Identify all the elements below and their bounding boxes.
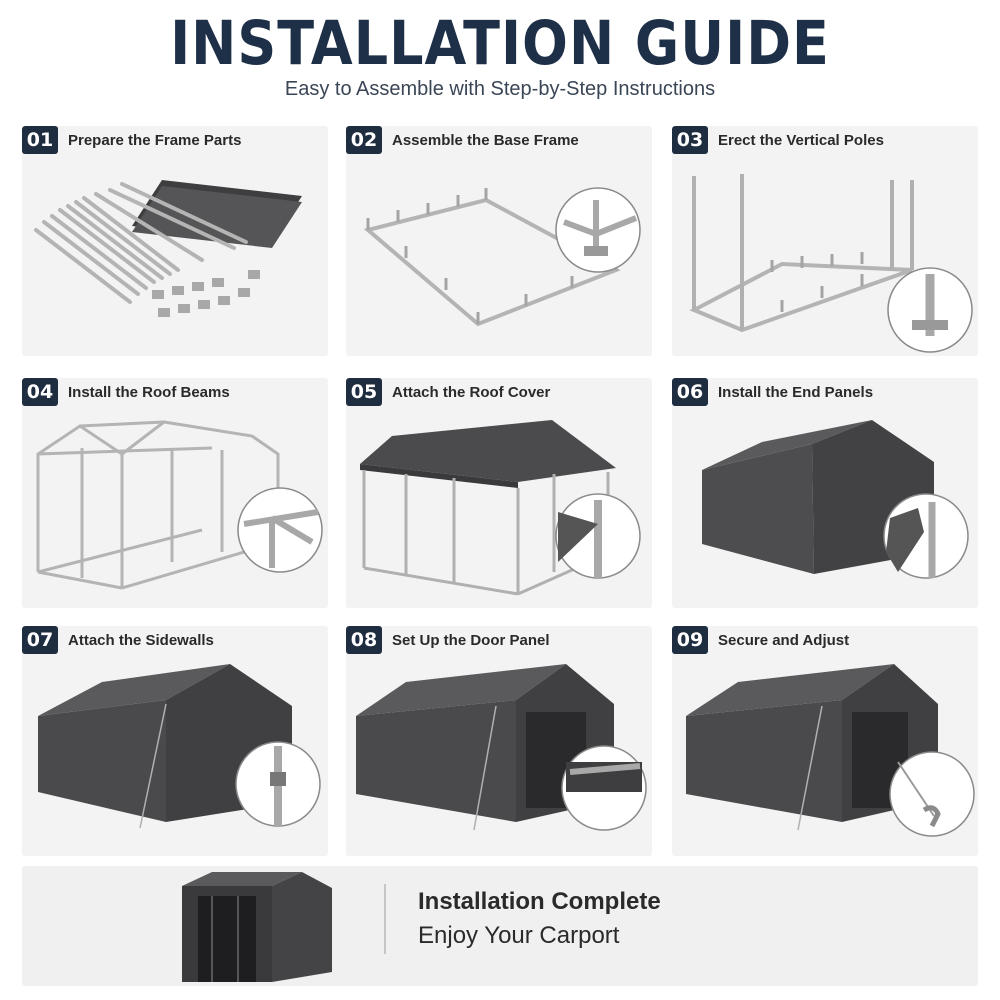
- step-label: Install the End Panels: [718, 383, 874, 401]
- step-label: Install the Roof Beams: [68, 383, 230, 401]
- step-panel-6: 06 Install the End Panels: [672, 378, 978, 608]
- roof-beams-illustration: [36, 420, 323, 590]
- installation-complete-banner: Installation Complete Enjoy Your Carport: [22, 866, 978, 986]
- step-number-badge: 09: [672, 626, 708, 654]
- secure-adjust-illustration: [686, 664, 975, 837]
- step-label: Erect the Vertical Poles: [718, 131, 884, 149]
- roof-cover-illustration: [360, 420, 641, 596]
- step-number-badge: 06: [672, 378, 708, 406]
- completion-subtitle: Enjoy Your Carport: [418, 922, 620, 949]
- step-label: Secure and Adjust: [718, 631, 850, 649]
- step-panel-5: 05 Attach the Roof Cover: [346, 378, 652, 608]
- base-frame-illustration: [363, 187, 641, 327]
- sidewalls-illustration: [38, 664, 321, 829]
- step-label: Set Up the Door Panel: [392, 631, 550, 649]
- step-number-badge: 01: [22, 126, 58, 154]
- completion-title: Installation Complete: [418, 888, 661, 915]
- step-number-badge: 03: [672, 126, 708, 154]
- step-number-badge: 02: [346, 126, 382, 154]
- banner-divider: [384, 884, 386, 954]
- end-panels-illustration: [702, 420, 969, 579]
- step-panel-8: 08 Set Up the Door Panel: [346, 626, 652, 856]
- page-title: INSTALLATION GUIDE: [170, 8, 830, 79]
- step-panel-2: 02 Assemble the Base Frame: [346, 126, 652, 356]
- page-subtitle: Easy to Assemble with Step-by-Step Instr…: [284, 78, 716, 100]
- step-panel-9: 09 Secure and Adjust: [672, 626, 978, 856]
- step-panel-3: 03 Erect the Vertical Poles: [672, 126, 978, 356]
- door-panel-illustration: [356, 664, 647, 831]
- vertical-poles-illustration: [689, 174, 973, 353]
- step-panel-1: 01 Prepare the Frame Parts: [22, 126, 328, 356]
- step-panel-7: 07 Attach the Sidewalls: [22, 626, 328, 856]
- step-label: Attach the Roof Cover: [392, 383, 551, 401]
- step-number-badge: 04: [22, 378, 58, 406]
- frame-parts-illustration: [34, 180, 302, 317]
- step-label: Assemble the Base Frame: [392, 131, 579, 149]
- step-panel-4: 04 Install the Roof Beams: [22, 378, 328, 608]
- finished-carport-illustration: [182, 872, 332, 982]
- step-number-badge: 07: [22, 626, 58, 654]
- step-label: Prepare the Frame Parts: [68, 131, 242, 149]
- step-number-badge: 05: [346, 378, 382, 406]
- step-number-badge: 08: [346, 626, 382, 654]
- step-label: Attach the Sidewalls: [68, 631, 214, 649]
